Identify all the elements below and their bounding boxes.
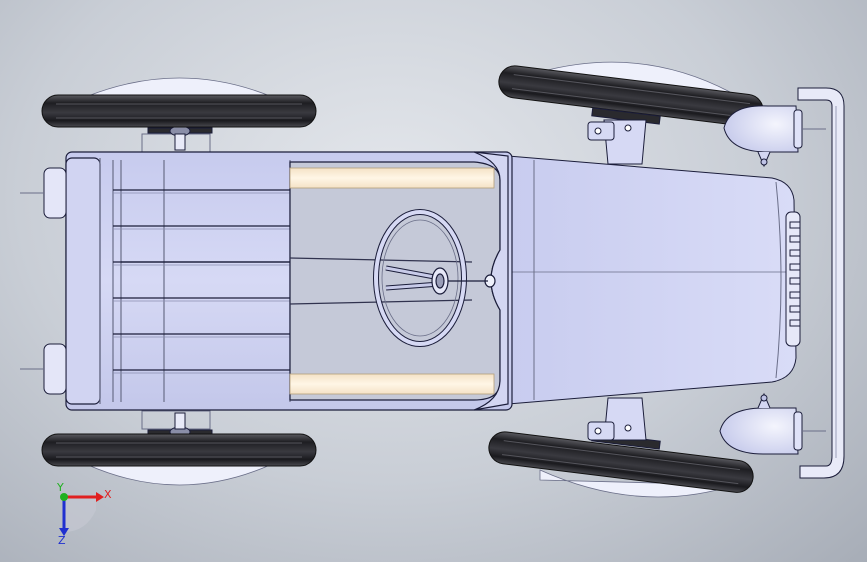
right-headlamp	[719, 392, 826, 455]
x-axis-arrowhead	[96, 492, 104, 502]
rear-left-axle-bracket	[141, 125, 213, 153]
front-bumper	[797, 87, 845, 479]
left-headlamp	[723, 105, 826, 168]
x-axis-label: X	[104, 488, 112, 501]
cockpit-opening	[121, 161, 501, 401]
z-axis-label: Z	[58, 534, 66, 547]
z-axis-arrowhead	[59, 528, 69, 536]
front-right-tire	[488, 431, 754, 493]
rear-left-wheel-disc	[87, 77, 271, 97]
rear-left-tire	[41, 94, 317, 128]
dashboard	[473, 151, 509, 411]
grille	[785, 211, 801, 347]
front-left-knuckle	[587, 107, 661, 165]
rear-left-lamp	[20, 167, 67, 219]
rear-right-tire	[41, 433, 317, 467]
coordinate-triad: X Y Z	[56, 481, 112, 547]
y-axis-label: Y	[56, 481, 64, 494]
rear-right-axle-bracket	[141, 410, 213, 438]
rear-right-lamp	[20, 343, 67, 395]
y-axis-dot	[60, 493, 68, 501]
steering-wheel[interactable]	[373, 209, 488, 347]
hood	[507, 155, 797, 405]
front-right-knuckle	[587, 397, 661, 450]
rear-right-wheel-disc	[87, 464, 271, 486]
